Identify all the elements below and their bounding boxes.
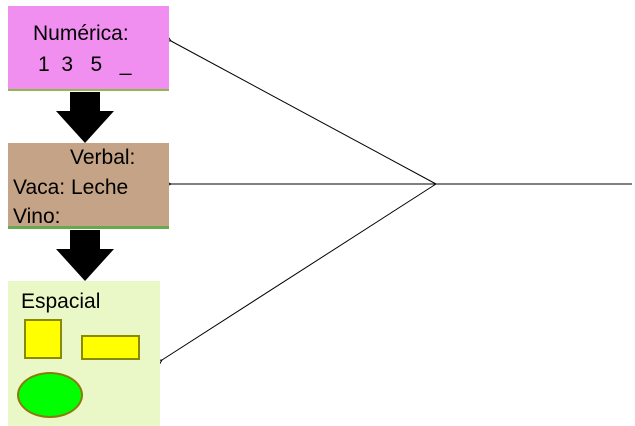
verbal-line-2: Vino: <box>13 205 61 228</box>
spatial-box: Espacial <box>8 281 160 426</box>
spatial-title: Espacial <box>21 290 101 313</box>
numeric-box: Numérica: 1 3 5 _ <box>8 6 169 91</box>
connector-to-numeric <box>171 41 437 185</box>
down-arrow-numeric-to-verbal <box>56 92 114 143</box>
verbal-title: Verbal: <box>70 146 136 169</box>
numeric-sequence: 1 3 5 _ <box>38 53 132 76</box>
verbal-line-1: Vaca: Leche <box>13 176 129 199</box>
connector-to-spatial <box>162 183 437 360</box>
verbal-box: Verbal: Vaca: Leche Vino: <box>8 143 169 229</box>
green-ellipse-shape <box>17 372 83 418</box>
yellow-square-shape <box>24 319 62 359</box>
down-arrow-verbal-to-spatial <box>56 230 114 281</box>
yellow-rectangle-shape <box>81 335 140 360</box>
numeric-title: Numérica: <box>33 22 129 45</box>
